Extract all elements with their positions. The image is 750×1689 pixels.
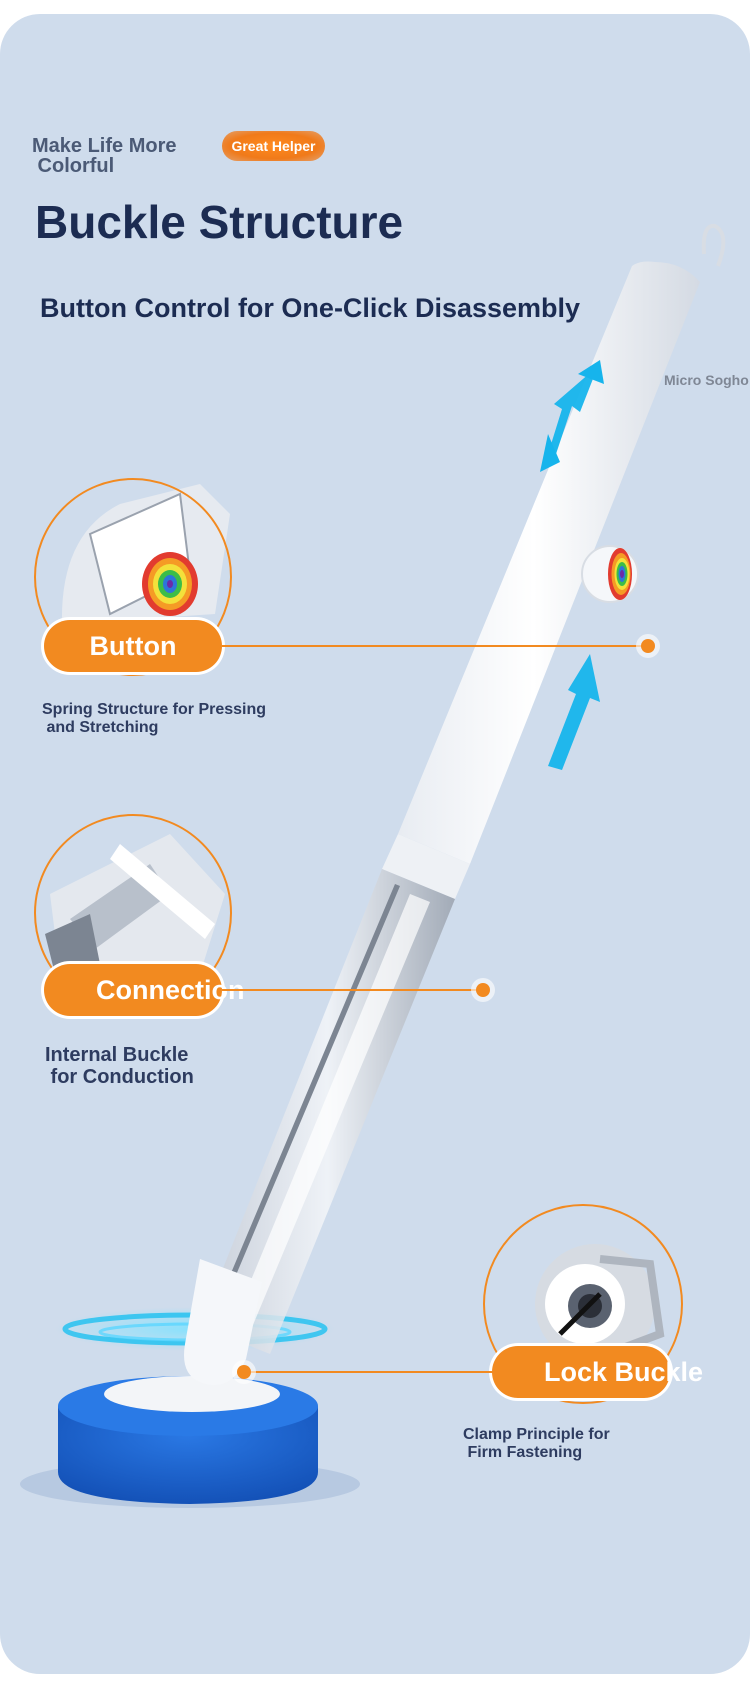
connection-description: Internal Buckle for Conduction [45, 1044, 194, 1088]
down-arrow-graphic [540, 360, 604, 472]
lock-buckle-leader-line [248, 1371, 494, 1373]
up-arrow-graphic [548, 654, 600, 770]
connection-leader-line [222, 989, 480, 991]
sponge-base [58, 1376, 318, 1504]
button-leader-line [222, 645, 642, 647]
brand-watermark: Micro Sogho [664, 372, 749, 388]
lock-buckle-description: Clamp Principle for Firm Fastening [463, 1426, 610, 1461]
button-marker-dot [641, 639, 655, 653]
connection-label-pill: Connection [44, 964, 245, 1016]
lock-buckle-zoom-circle [483, 1204, 683, 1404]
rainbow-button-graphic [581, 545, 639, 603]
tagline: Make Life More Colorful [32, 135, 177, 177]
product-card: Make Life More Colorful Great Helper Buc… [0, 14, 750, 1674]
button-label-pill: Button [44, 620, 222, 672]
connection-marker-dot [476, 983, 490, 997]
page-subtitle: Button Control for One-Click Disassembly [40, 293, 581, 323]
page-title: Buckle Structure [35, 196, 404, 248]
lock-buckle-label-pill: Lock Buckle [492, 1346, 703, 1398]
button-description: Spring Structure for Pressing and Stretc… [42, 701, 267, 736]
lock-buckle-marker-dot [237, 1365, 251, 1379]
great-helper-badge: Great Helper [222, 131, 325, 161]
button-zoom-circle [34, 478, 232, 676]
